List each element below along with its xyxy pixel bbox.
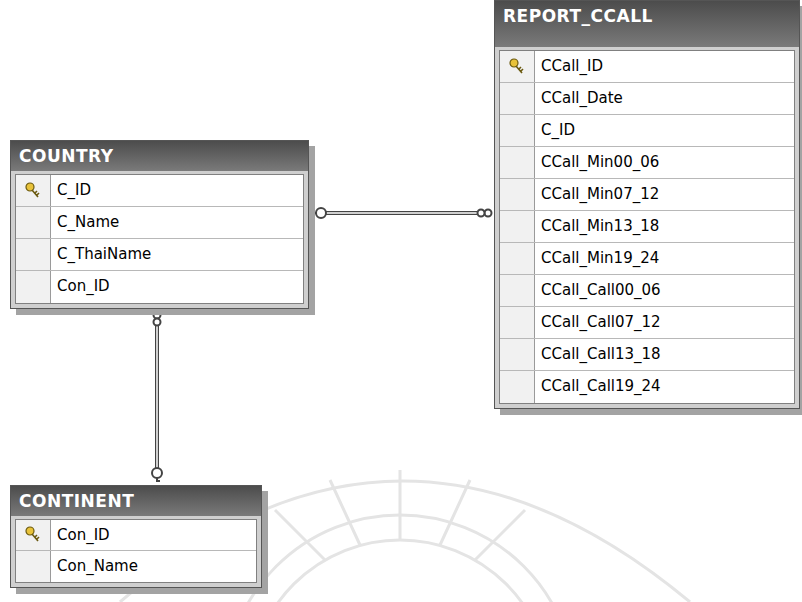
key-cell [16, 551, 51, 582]
key-cell [500, 339, 535, 370]
column-name: Con_ID [51, 271, 110, 303]
entity-table: CONTINENTCon_IDCon_Name [10, 485, 262, 588]
key-cell [500, 83, 535, 114]
column-list: CCall_IDCCall_DateC_IDCCall_Min00_06CCal… [499, 50, 795, 404]
column-row: CCall_Min07_12 [500, 179, 794, 211]
primary-key-icon [508, 58, 526, 76]
relationship-line [312, 208, 492, 218]
column-row: C_ThaiName [16, 239, 303, 271]
column-row: CCall_Min00_06 [500, 147, 794, 179]
key-cell [500, 307, 535, 338]
column-name: C_ThaiName [51, 239, 151, 270]
column-row: CCall_Call00_06 [500, 275, 794, 307]
key-cell [500, 147, 535, 178]
column-name: CCall_Call13_18 [535, 339, 661, 370]
column-row: CCall_Call19_24 [500, 371, 794, 403]
key-cell [16, 520, 51, 550]
column-row: C_ID [500, 115, 794, 147]
column-row: CCall_Date [500, 83, 794, 115]
column-row: Con_Name [16, 551, 256, 582]
primary-key-icon [24, 182, 42, 200]
entity-table: COUNTRYC_IDC_NameC_ThaiNameCon_ID [10, 140, 309, 309]
column-row: CCall_Call13_18 [500, 339, 794, 371]
column-name: CCall_Date [535, 83, 623, 114]
column-name: C_ID [535, 115, 575, 146]
column-list: Con_IDCon_Name [15, 519, 257, 583]
key-cell [16, 175, 51, 206]
column-row: C_ID [16, 175, 303, 207]
column-row: CCall_Min13_18 [500, 211, 794, 243]
table-title: REPORT_CCALL [495, 1, 799, 47]
primary-key-icon [24, 526, 42, 544]
column-list: C_IDC_NameC_ThaiNameCon_ID [15, 174, 304, 304]
column-row: Con_ID [16, 271, 303, 303]
key-cell [500, 371, 535, 403]
key-cell [500, 211, 535, 242]
column-row: CCall_ID [500, 51, 794, 83]
column-row: CCall_Min19_24 [500, 243, 794, 275]
key-cell [500, 243, 535, 274]
key-cell [500, 51, 535, 82]
column-name: CCall_Min19_24 [535, 243, 659, 274]
table-title: COUNTRY [11, 141, 308, 171]
column-name: C_ID [51, 175, 91, 206]
key-cell [500, 275, 535, 306]
key-cell [16, 239, 51, 270]
column-name: CCall_ID [535, 51, 603, 82]
key-cell [16, 207, 51, 238]
column-row: CCall_Call07_12 [500, 307, 794, 339]
column-row: Con_ID [16, 520, 256, 551]
relationship-line [152, 312, 162, 483]
column-name: Con_ID [51, 520, 110, 550]
key-cell [16, 271, 51, 303]
column-name: CCall_Min00_06 [535, 147, 659, 178]
column-name: CCall_Min07_12 [535, 179, 659, 210]
column-name: CCall_Call07_12 [535, 307, 661, 338]
column-row: C_Name [16, 207, 303, 239]
key-cell [500, 115, 535, 146]
column-name: CCall_Min13_18 [535, 211, 659, 242]
column-name: Con_Name [51, 551, 138, 582]
column-name: CCall_Call19_24 [535, 371, 661, 403]
table-title: CONTINENT [11, 486, 261, 516]
entity-table: REPORT_CCALLCCall_IDCCall_DateC_IDCCall_… [494, 0, 800, 409]
column-name: CCall_Call00_06 [535, 275, 661, 306]
column-name: C_Name [51, 207, 119, 238]
key-cell [500, 179, 535, 210]
